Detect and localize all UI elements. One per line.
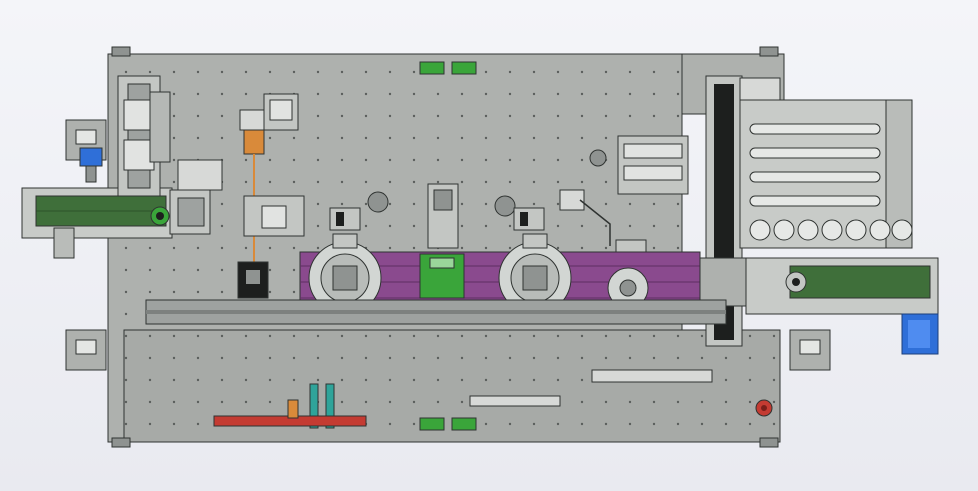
emergency-stop-icon[interactable]: [755, 399, 773, 417]
clamp-module-right: [513, 207, 545, 231]
infeed-sensor: [79, 147, 103, 183]
orange-limit-switch: [287, 399, 299, 419]
rotary-dial-right: [498, 233, 572, 315]
pneumatic-cylinder-top: [617, 135, 689, 195]
servo-motor-icon: [901, 313, 939, 355]
press-station: [419, 183, 465, 299]
mounting-foot-bottom-left: [111, 437, 131, 448]
top-terminal-blocks: [419, 61, 477, 75]
right-leveling-bracket: [789, 329, 831, 371]
mounting-foot-top-left: [111, 46, 131, 57]
horizontal-cylinder-long: [469, 369, 713, 407]
teal-linear-guide: [309, 383, 335, 429]
right-slide-arm: [559, 189, 647, 253]
left-leveling-bracket-bottom: [65, 329, 107, 371]
rotary-dial-left: [308, 233, 382, 315]
pick-and-place-head: [169, 159, 223, 235]
clamp-module-left: [329, 207, 361, 231]
bottom-terminal-blocks: [419, 417, 477, 431]
lower-support-rail: [145, 299, 727, 325]
left-vertical-slide: [117, 75, 171, 197]
rotary-dial-small: [607, 267, 649, 309]
outfeed-conveyor: [745, 257, 939, 315]
plate-holes: [367, 149, 607, 217]
orange-actuator: [239, 93, 299, 270]
tube-magazine: [739, 99, 913, 249]
gripper-module: [237, 195, 305, 299]
mounting-foot-top-right: [759, 46, 779, 57]
mounting-foot-bottom-right: [759, 437, 779, 448]
